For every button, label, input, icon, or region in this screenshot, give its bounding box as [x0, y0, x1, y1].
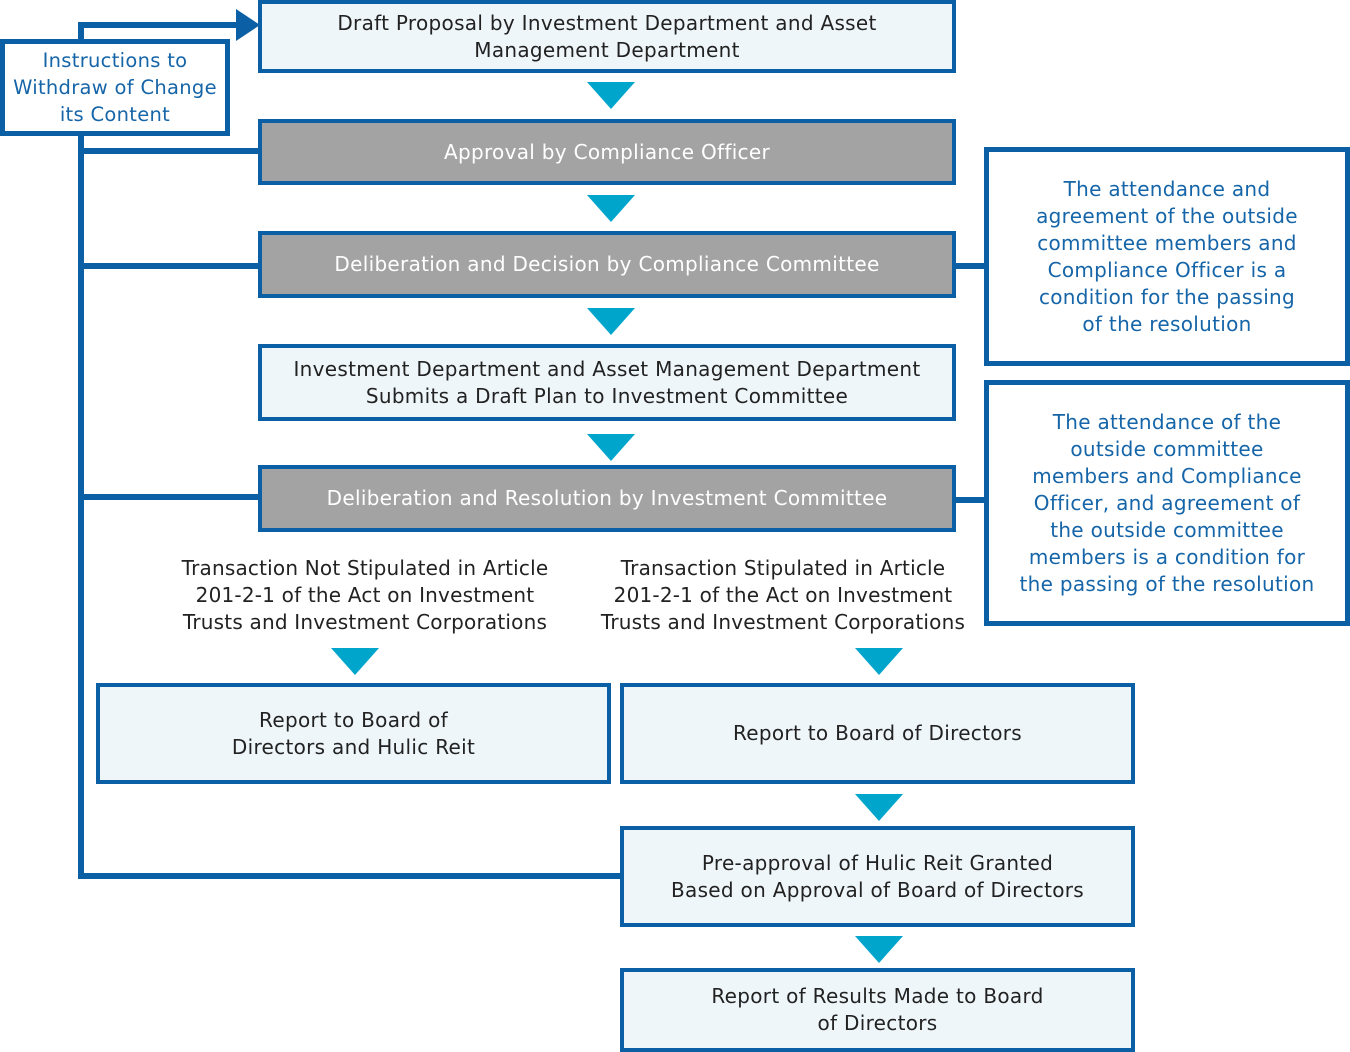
arrow-down-right-branch	[855, 648, 903, 675]
compliance-committee-box: Deliberation and Decision by Compliance …	[258, 231, 956, 298]
feedback-link-compliance-officer	[78, 148, 260, 154]
compliance-committee-condition-note: The attendance and agreement of the outs…	[984, 147, 1350, 366]
report-board-box: Report to Board of Directors	[620, 683, 1135, 784]
arrow-down-4	[587, 434, 635, 461]
report-results-box: Report of Results Made to Board of Direc…	[620, 968, 1135, 1052]
arrow-down-1	[587, 82, 635, 109]
feedback-loop-vertical	[78, 22, 84, 879]
arrow-down-2	[587, 195, 635, 222]
withdraw-instructions-note: Instructions to Withdraw of Change its C…	[0, 39, 230, 136]
draft-plan-submission-box: Investment Department and Asset Manageme…	[258, 344, 956, 421]
investment-committee-condition-note: The attendance of the outside committee …	[984, 380, 1350, 626]
draft-proposal-box: Draft Proposal by Investment Department …	[258, 0, 956, 73]
investment-committee-box: Deliberation and Resolution by Investmen…	[258, 465, 956, 532]
compliance-officer-approval-box: Approval by Compliance Officer	[258, 119, 956, 185]
feedback-link-compliance-committee	[78, 263, 260, 269]
arrow-down-3	[587, 308, 635, 335]
feedback-loop-top	[78, 22, 240, 28]
branch-label-not-stipulated: Transaction Not Stipulated in Article 20…	[181, 556, 549, 634]
arrow-down-left-branch	[331, 648, 379, 675]
feedback-link-pre-approval	[78, 873, 624, 879]
arrow-down-6	[855, 936, 903, 963]
branch-label-stipulated: Transaction Stipulated in Article 201-2-…	[600, 556, 966, 634]
feedback-link-investment-committee	[78, 494, 260, 500]
note-connector-investment	[954, 497, 988, 503]
arrow-down-5	[855, 794, 903, 821]
note-connector-compliance	[954, 263, 988, 269]
pre-approval-box: Pre-approval of Hulic Reit Granted Based…	[620, 826, 1135, 927]
feedback-arrowhead	[236, 9, 260, 41]
report-board-and-reit-box: Report to Board of Directors and Hulic R…	[96, 683, 611, 784]
